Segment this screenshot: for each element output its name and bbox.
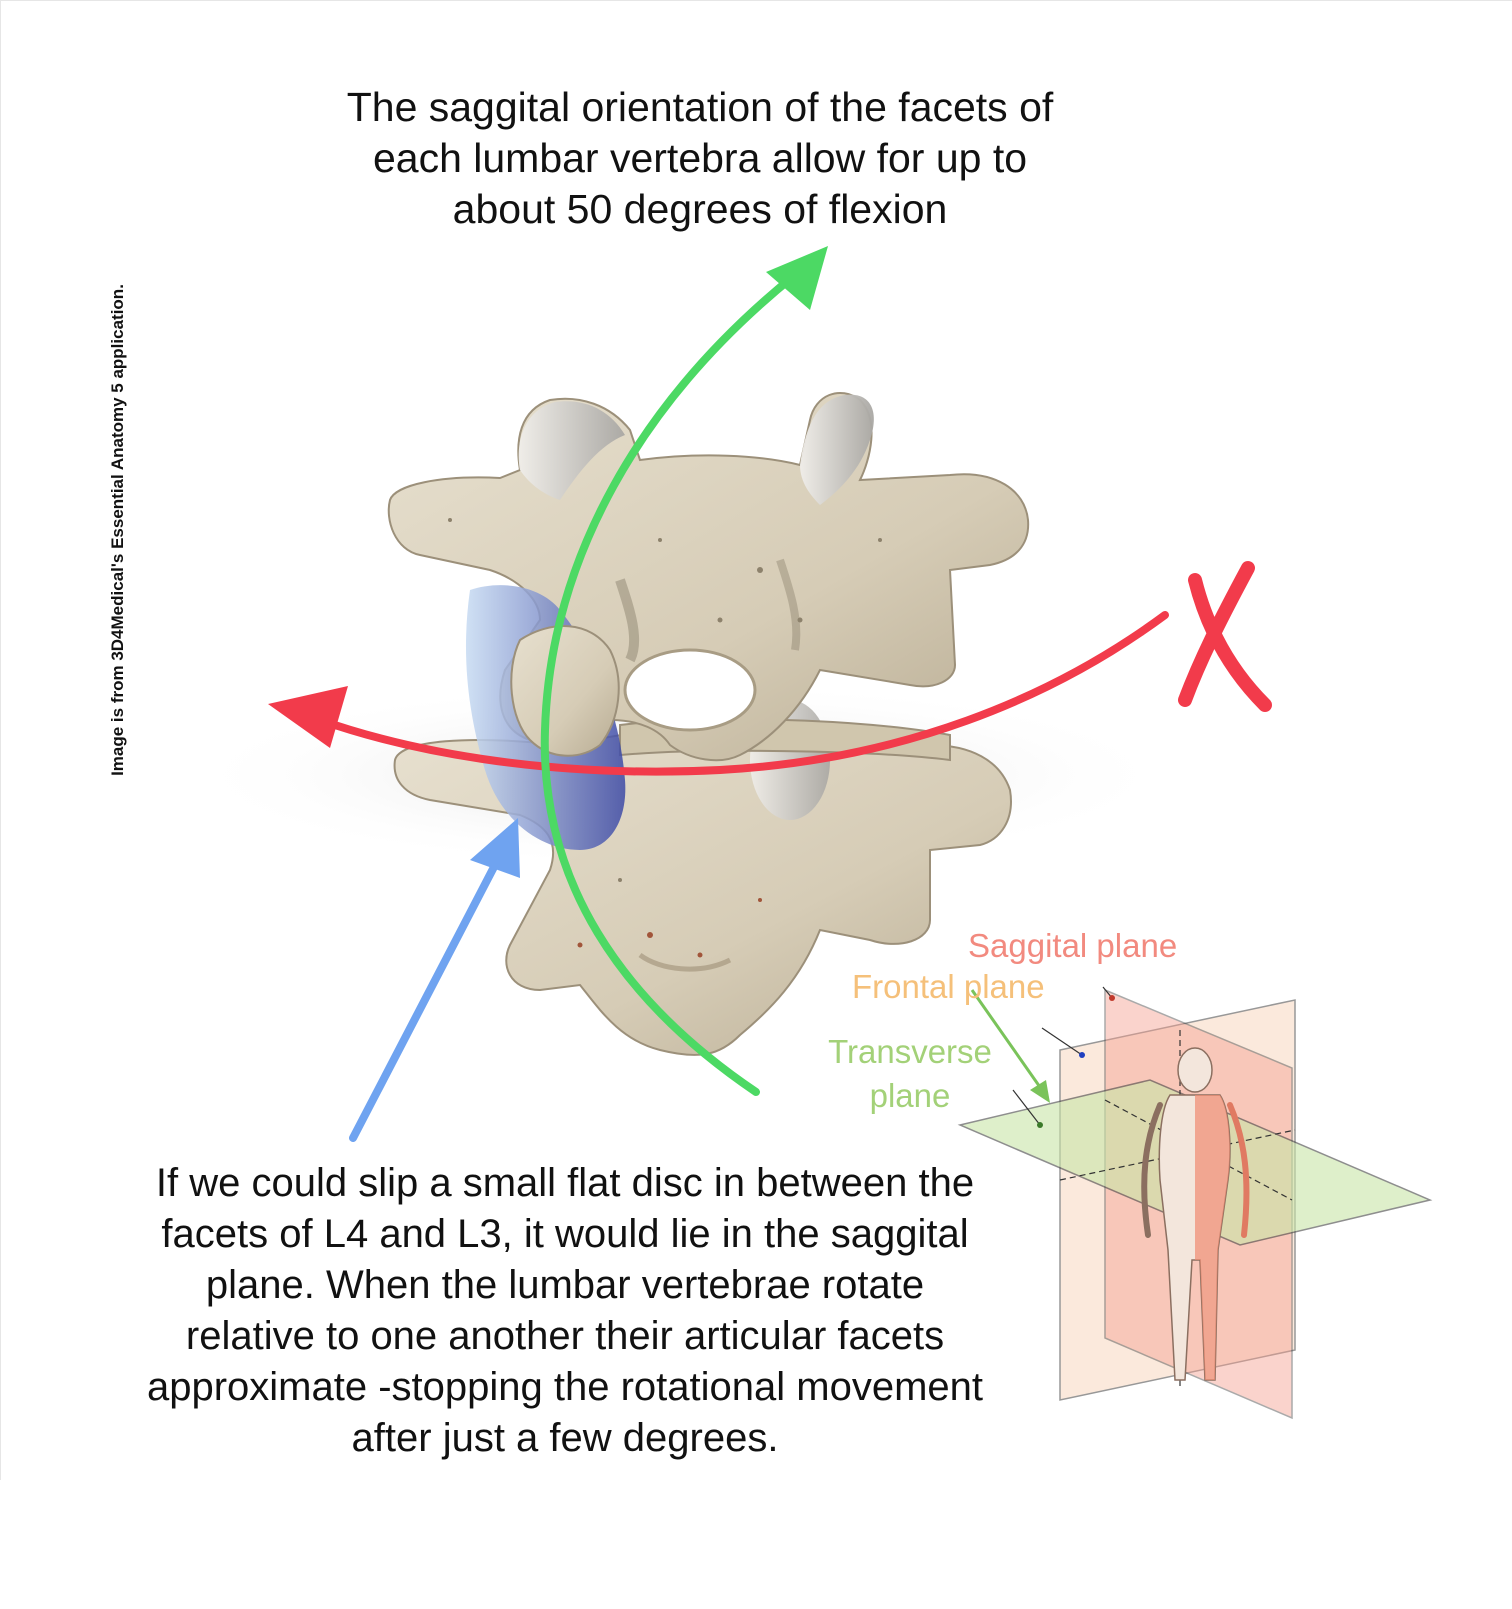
rotation-arrow (268, 611, 1169, 776)
title-text: The saggital orientation of the facets o… (250, 82, 1150, 235)
saggital-plane-label: Saggital plane (968, 927, 1178, 964)
title-line-1: The saggital orientation of the facets o… (346, 84, 1054, 130)
transverse-label-line-1: Transverse (828, 1033, 992, 1070)
flexion-arrow (540, 246, 828, 1096)
image-credit: Image is from 3D4Medical's Essential Ana… (108, 284, 127, 776)
title-line-3: about 50 degrees of flexion (452, 186, 948, 232)
caption-text: If we could slip a small flat disc in be… (90, 1158, 1040, 1464)
caption-line-1: If we could slip a small flat disc in be… (155, 1161, 975, 1205)
caption-line-4: relative to one another their articular … (185, 1314, 945, 1358)
transverse-plane-label: Transverse plane (815, 1030, 1005, 1118)
disc-pointer-arrow (349, 818, 520, 1142)
title-line-2: each lumbar vertebra allow for up to (372, 135, 1028, 181)
left-border (0, 0, 1, 1480)
caption-line-6: after just a few degrees. (351, 1416, 779, 1460)
transverse-label-line-2: plane (869, 1077, 951, 1114)
top-border (0, 0, 1512, 1)
articular-process (510, 625, 620, 757)
human-figure (1141, 1047, 1250, 1381)
caption-line-5: approximate -stopping the rotational mov… (146, 1365, 983, 1409)
x-mark-icon (1178, 561, 1272, 712)
frontal-plane-label: Frontal plane (852, 968, 1045, 1005)
caption-line-2: facets of L4 and L3, it would lie in the… (161, 1212, 969, 1256)
caption-line-3: plane. When the lumbar vertebrae rotate (205, 1263, 925, 1307)
anatomical-planes-diagram (957, 986, 1433, 1420)
